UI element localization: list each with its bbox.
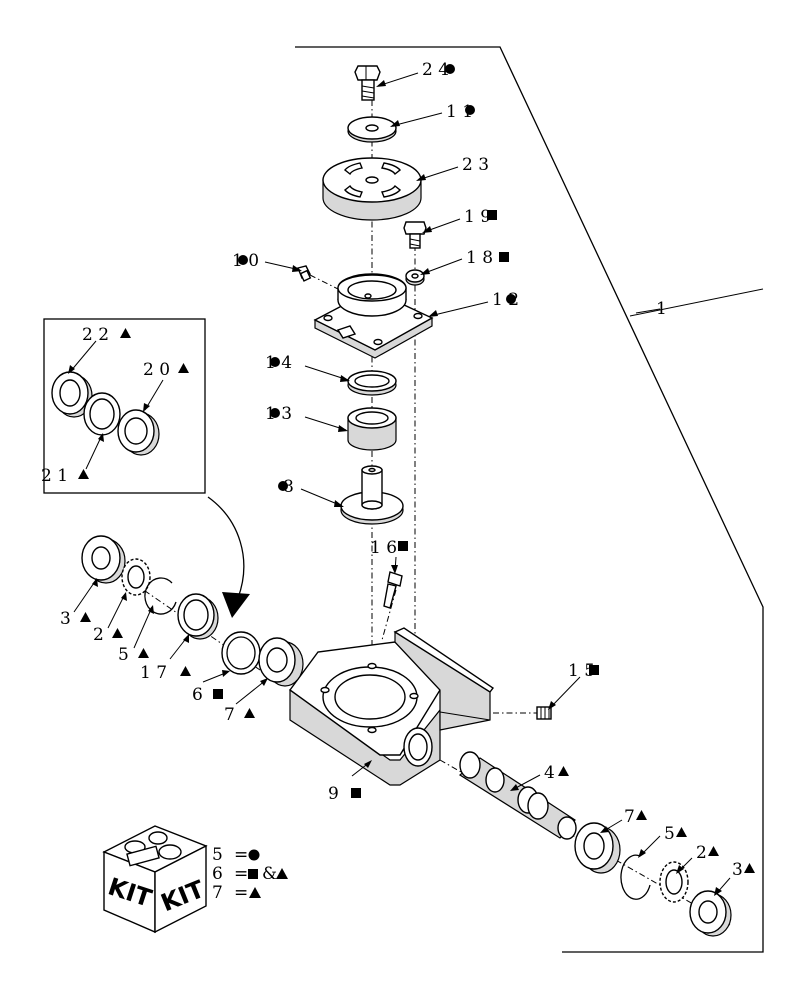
set-screw-15 [536, 706, 552, 720]
callout-7-right: 7 [624, 807, 635, 827]
callout-5-right: 5 [664, 824, 675, 844]
filled-triangle-icon [78, 469, 89, 479]
lock-washer-18 [405, 269, 425, 286]
flange-housing-12 [313, 273, 434, 359]
filled-triangle-icon [276, 868, 288, 879]
filled-square-icon [351, 788, 361, 798]
grease-fitting-10 [297, 265, 312, 282]
filled-circle-icon [270, 408, 280, 418]
bolt-19 [403, 221, 427, 249]
output-shaft-4 [458, 751, 577, 840]
filled-triangle-icon [178, 363, 189, 373]
filled-circle-icon [465, 105, 475, 115]
callout-2-right: 2 [696, 843, 707, 863]
shaft-8 [340, 465, 404, 525]
legend-row-5-equals: = [234, 845, 248, 865]
callout-3-right: 3 [732, 860, 743, 880]
filled-triangle-icon [244, 708, 255, 718]
callout-24: 2 4 [422, 60, 449, 80]
legend-row-7-equals: = [234, 883, 248, 903]
leader-lines [68, 72, 764, 896]
legend-row-7-number: 7 [212, 883, 223, 903]
filled-triangle-icon [112, 628, 123, 638]
callout-3-left: 3 [60, 609, 71, 629]
filled-triangle-icon [558, 766, 569, 776]
legend-row-6-equals: = [234, 864, 248, 884]
kit-legend: KIT KIT 5 = 6 = & 7 = [102, 825, 288, 934]
filled-triangle-icon [180, 666, 191, 676]
filled-square-icon [487, 210, 497, 220]
filled-square-icon [499, 252, 509, 262]
callout-8: 8 [283, 477, 294, 497]
callout-7-left: 7 [224, 705, 235, 725]
left-bearing-stack [81, 535, 304, 687]
filled-triangle-icon [636, 810, 647, 820]
gearbox-housing-9 [289, 627, 495, 786]
mounting-disc-23 [322, 157, 422, 221]
callout-21: 2 1 [41, 466, 68, 486]
filled-triangle-icon [138, 648, 149, 658]
filled-circle-icon [248, 849, 260, 861]
callout-5-left: 5 [118, 645, 129, 665]
washer-11 [347, 116, 397, 143]
pin-16 [383, 571, 403, 609]
callout-22: 2 2 [82, 325, 109, 345]
filled-triangle-icon [708, 846, 719, 856]
filled-circle-icon [278, 481, 288, 491]
callout-2-left: 2 [93, 625, 104, 645]
filled-triangle-icon [80, 612, 91, 622]
curved-arrow [207, 496, 250, 618]
filled-square-icon [398, 541, 408, 551]
bolt-24 [354, 65, 381, 101]
callout-18: 1 8 [466, 248, 493, 268]
filled-circle-icon [238, 255, 248, 265]
legend-row-6-amp: & [262, 864, 277, 884]
filled-triangle-icon [120, 328, 131, 338]
filled-triangle-icon [744, 863, 755, 873]
legend-row-6-number: 6 [212, 864, 223, 884]
callout-16: 1 6 [370, 538, 397, 558]
inset-detail [43, 318, 206, 494]
kit-box-icon: KIT KIT [102, 825, 209, 934]
right-bearing-stack [574, 822, 732, 937]
filled-triangle-icon [676, 827, 687, 837]
filled-circle-icon [506, 294, 516, 304]
snap-ring-14 [347, 370, 397, 396]
callout-19: 1 9 [464, 207, 491, 227]
filled-square-icon [589, 665, 599, 675]
filled-triangle-icon [249, 887, 261, 898]
callout-1: 1 [656, 299, 667, 319]
filled-circle-icon [445, 64, 455, 74]
filled-circle-icon [270, 357, 280, 367]
callout-labels: 2 4 1 1 2 3 1 9 1 8 1 0 1 2 1 4 1 3 8 1 … [41, 60, 755, 880]
callout-17: 1 7 [140, 663, 167, 683]
bearing-13 [347, 407, 397, 451]
filled-square-icon [213, 689, 223, 699]
callout-23: 2 3 [462, 155, 489, 175]
assembly-bracket-outline [295, 46, 764, 953]
legend-row-5-number: 5 [212, 845, 223, 865]
callout-9: 9 [328, 784, 339, 804]
callout-20: 2 0 [143, 360, 170, 380]
filled-square-icon [248, 869, 258, 879]
callout-4: 4 [544, 763, 555, 783]
callout-6: 6 [192, 685, 203, 705]
callout-15: 1 5 [568, 661, 595, 681]
